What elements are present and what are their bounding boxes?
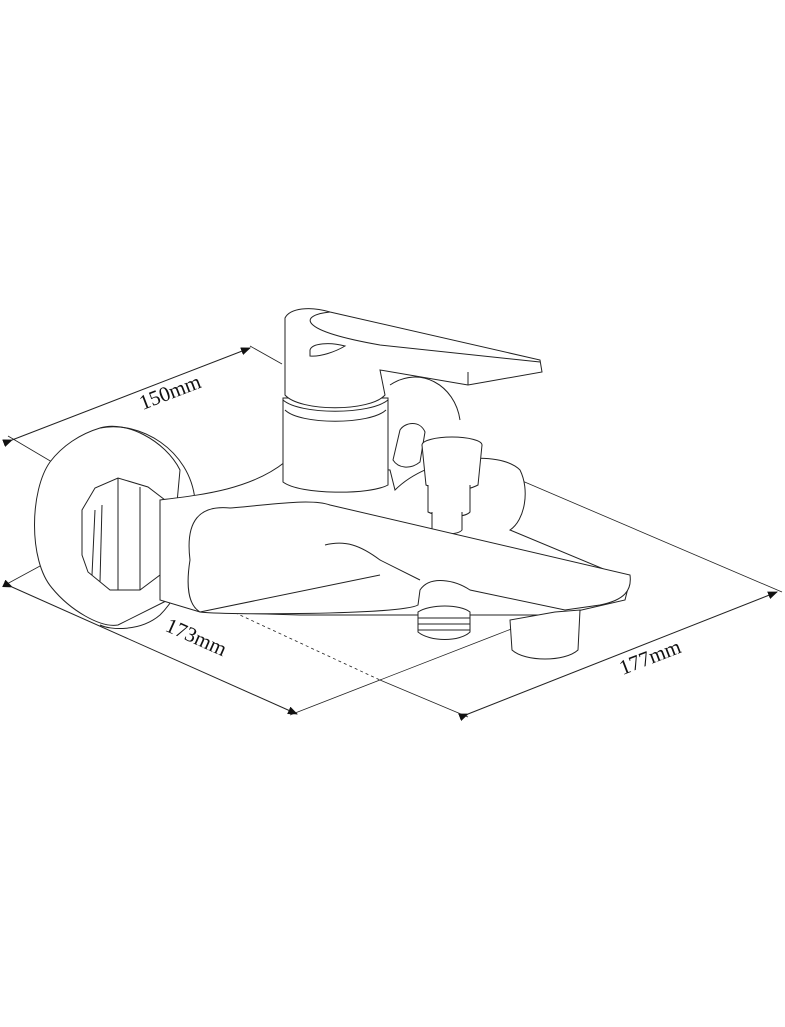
shower-outlet [417, 605, 471, 640]
cartridge-housing [282, 397, 389, 493]
dimension-line-173 [2, 579, 298, 715]
handle-arch [389, 376, 461, 421]
lever-handle [284, 308, 543, 409]
diverter-knob [392, 423, 483, 535]
spout [187, 501, 631, 615]
dimension-line-150 [2, 347, 251, 447]
spout-aerator [509, 609, 581, 660]
dimension-line-177 [458, 591, 778, 722]
hex-nut [81, 477, 166, 591]
